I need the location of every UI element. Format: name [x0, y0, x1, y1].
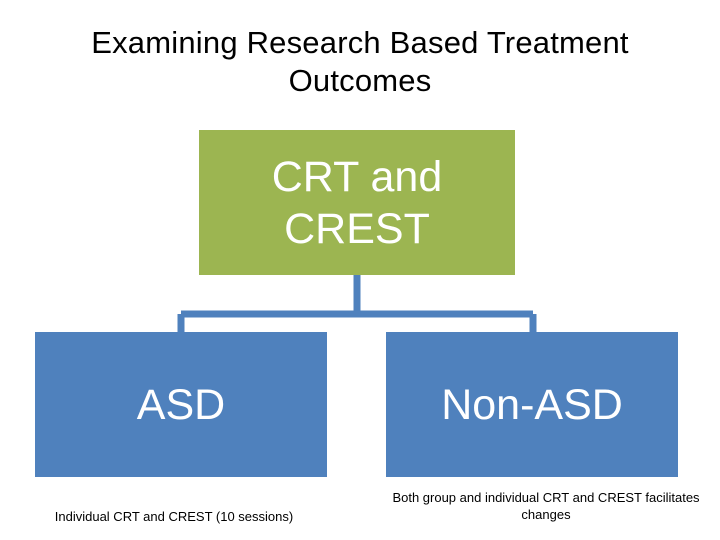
org-node-non-asd[interactable]: Non-ASD: [386, 332, 678, 477]
caption-asd: Individual CRT and CREST (10 sessions): [54, 509, 294, 524]
org-node-asd[interactable]: ASD: [35, 332, 327, 477]
caption-non-asd: Both group and individual CRT and CREST …: [392, 490, 700, 522]
org-node-root[interactable]: CRT and CREST: [199, 130, 515, 275]
page-title: Examining Research Based Treatment Outco…: [91, 25, 629, 98]
